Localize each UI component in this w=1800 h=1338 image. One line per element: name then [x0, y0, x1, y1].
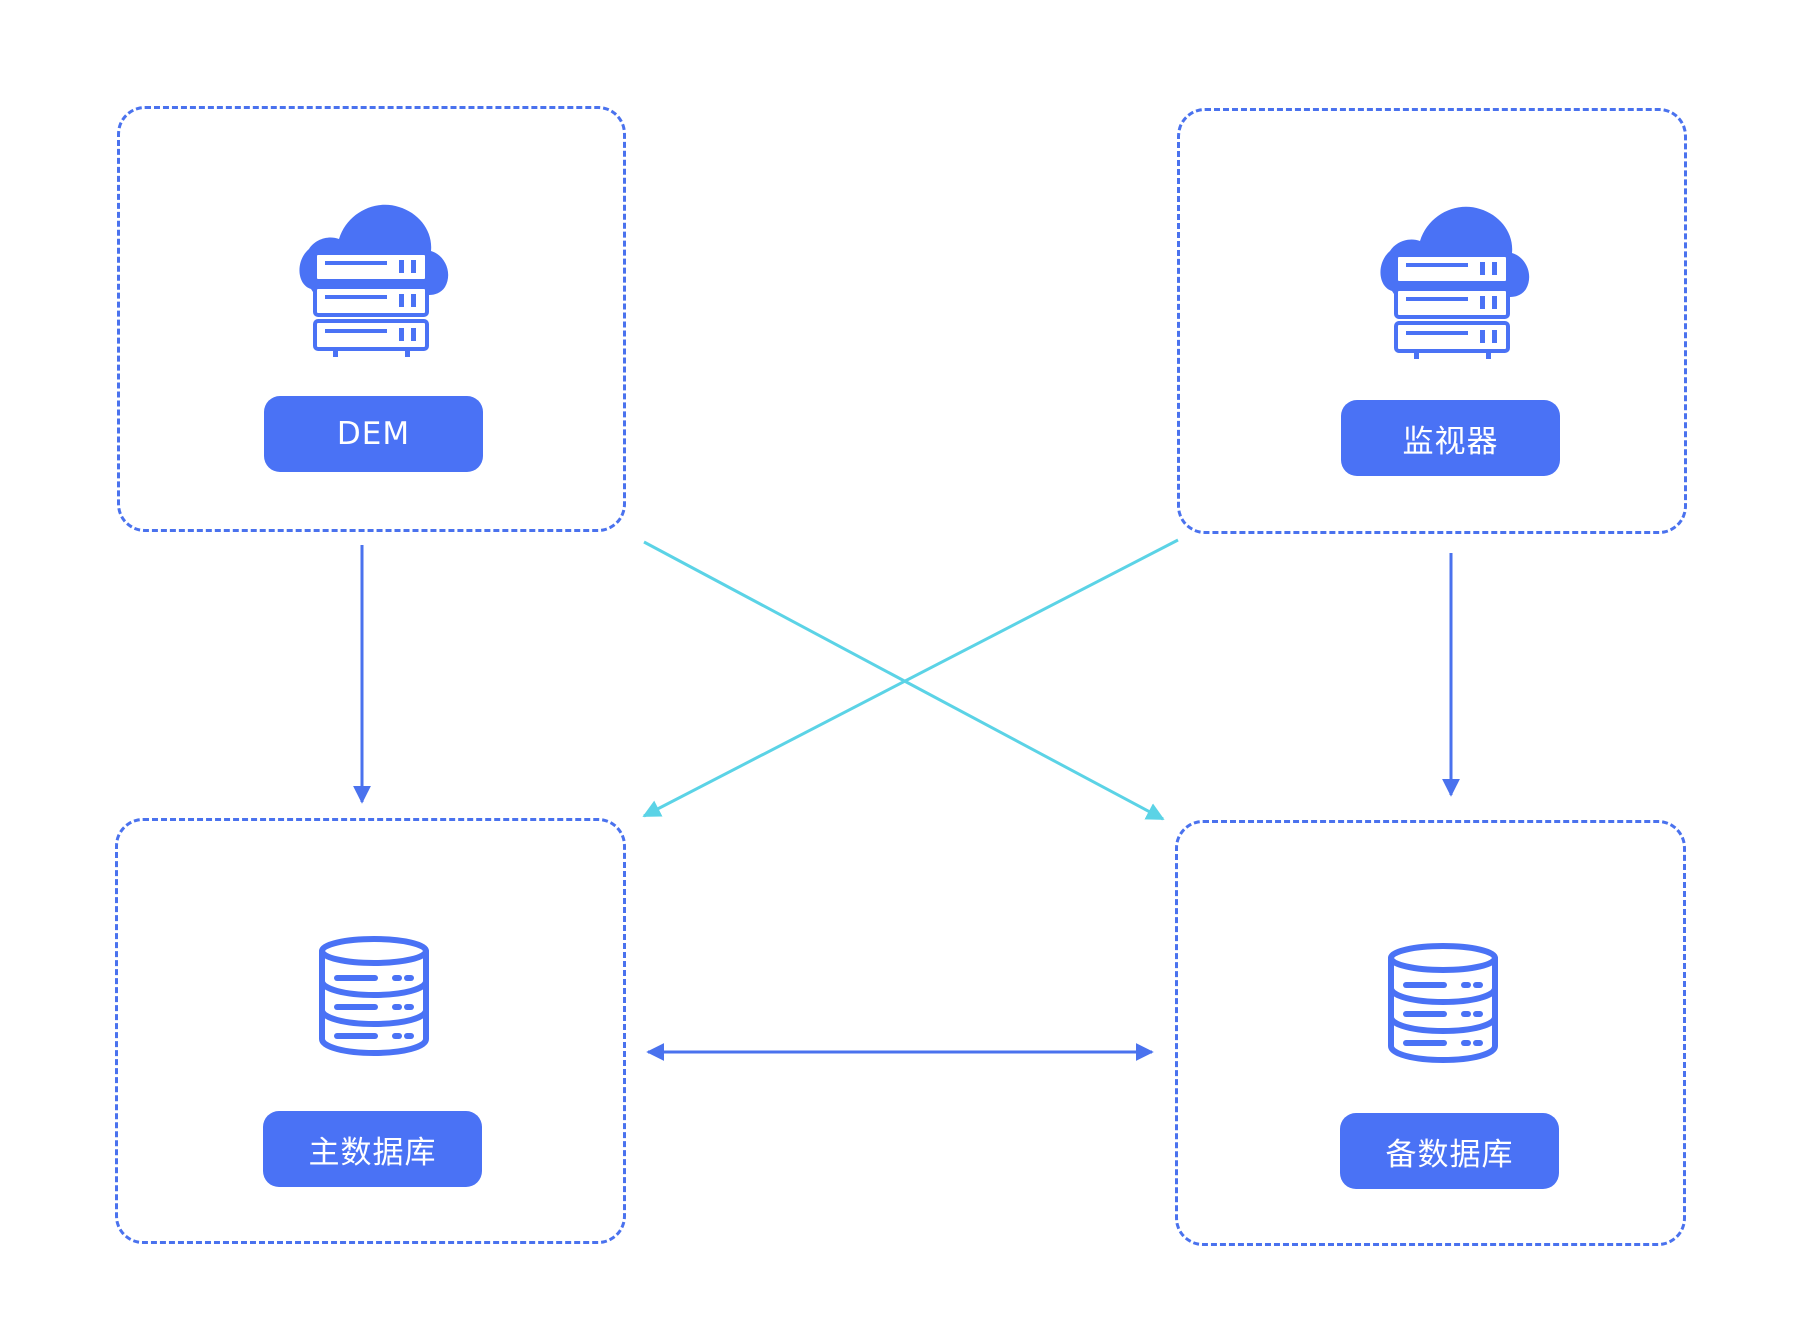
- node-dem: DEM: [117, 106, 626, 532]
- arrow-monitor-to-primary-db: [642, 538, 1179, 818]
- primary-db-label[interactable]: 主数据库: [263, 1111, 482, 1187]
- monitor-label[interactable]: 监视器: [1341, 400, 1560, 476]
- cloud-server-icon: [1380, 206, 1530, 359]
- cloud-server-icon: [299, 204, 449, 357]
- backup-db-label[interactable]: 备数据库: [1340, 1113, 1559, 1189]
- database-icon: [1388, 943, 1498, 1064]
- node-primary-db: 主数据库: [115, 818, 626, 1244]
- node-backup-db: 备数据库: [1175, 820, 1686, 1246]
- dem-label[interactable]: DEM: [264, 396, 483, 472]
- node-monitor: 监视器: [1177, 108, 1687, 534]
- database-icon: [319, 936, 429, 1057]
